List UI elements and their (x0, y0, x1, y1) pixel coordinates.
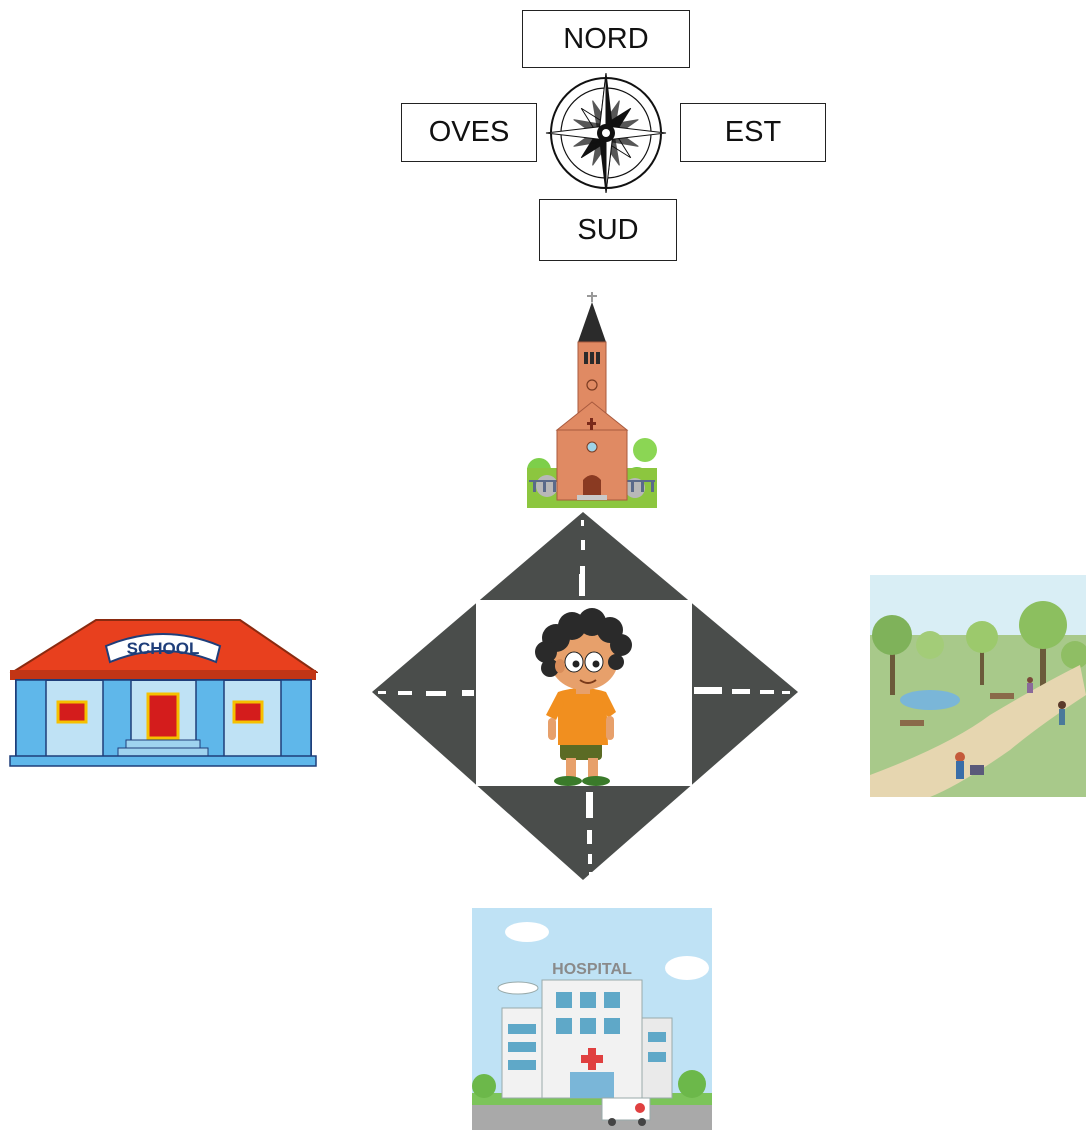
school-sign-text: SCHOOL (127, 639, 200, 658)
boy-icon (535, 608, 632, 786)
church-icon (527, 290, 657, 508)
school-icon: SCHOOL (8, 610, 318, 770)
compass-rose-icon (542, 68, 670, 198)
label-west: OVES (401, 103, 537, 162)
hospital-icon: HOSPITAL (472, 908, 712, 1130)
label-north: NORD (522, 10, 690, 68)
boy-panel (476, 600, 692, 786)
hospital-sign-text: HOSPITAL (552, 961, 632, 978)
park-icon (870, 575, 1086, 797)
label-south: SUD (539, 199, 677, 261)
label-east: EST (680, 103, 826, 162)
